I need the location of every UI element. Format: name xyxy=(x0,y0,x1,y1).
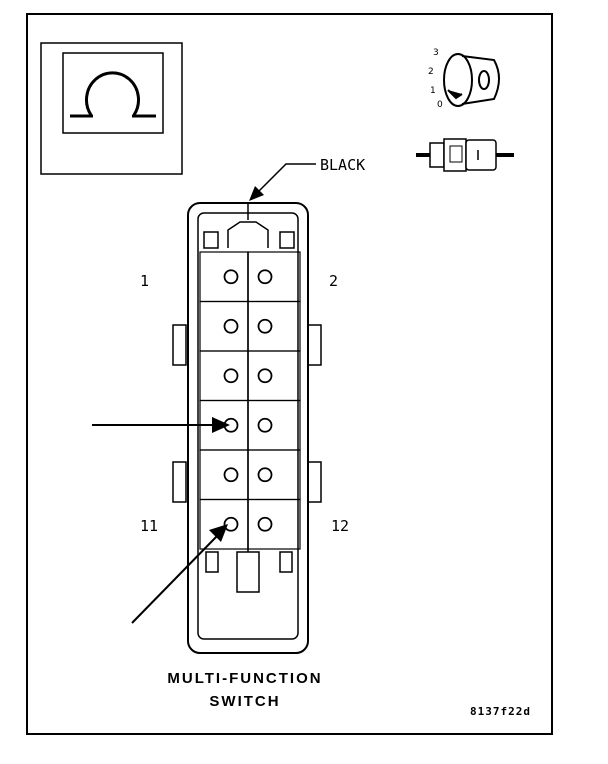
pin-arrow-left xyxy=(92,417,230,433)
pin-cavity-grid xyxy=(199,251,301,552)
diagram-frame xyxy=(26,13,553,735)
pin-label-12: 12 xyxy=(331,517,350,535)
ignition-position-1: 1 xyxy=(430,86,436,96)
pin-hole xyxy=(257,467,273,483)
pin-label-11: 11 xyxy=(140,517,159,535)
pin-hole xyxy=(223,516,239,532)
pin-cavity xyxy=(247,251,301,303)
pin-hole xyxy=(223,467,239,483)
connector-color-label: BLACK xyxy=(320,156,366,174)
ignition-position-3: 3 xyxy=(433,48,439,58)
pin-label-1: 1 xyxy=(140,272,150,290)
connector-body xyxy=(172,202,322,654)
ignition-key-icon xyxy=(443,53,500,107)
connector-color-pointer xyxy=(249,163,316,201)
pin-hole xyxy=(223,368,239,384)
pin-hole xyxy=(257,516,273,532)
pin-cavity xyxy=(247,350,301,402)
pin-cavity xyxy=(247,300,301,352)
pin-cavity xyxy=(247,399,301,451)
ignition-position-2: 2 xyxy=(428,67,434,77)
ohm-symbol-icon xyxy=(40,42,183,175)
pin-arrow-diagonal xyxy=(131,524,228,624)
diagram-title-line1: MULTI-FUNCTION xyxy=(167,670,323,687)
pin-hole xyxy=(257,269,273,285)
pin-hole xyxy=(223,269,239,285)
pin-cavity xyxy=(247,498,301,550)
diagram-title-line2: SWITCH xyxy=(209,693,281,710)
pin-label-2: 2 xyxy=(329,272,339,290)
pin-hole xyxy=(257,318,273,334)
pin-hole xyxy=(223,318,239,334)
connector-plug-icon xyxy=(416,138,514,172)
pin-hole xyxy=(257,417,273,433)
figure-code: 8137f22d xyxy=(470,705,531,718)
ignition-position-0: 0 xyxy=(437,100,443,110)
pin-hole xyxy=(257,368,273,384)
pin-cavity xyxy=(247,449,301,501)
